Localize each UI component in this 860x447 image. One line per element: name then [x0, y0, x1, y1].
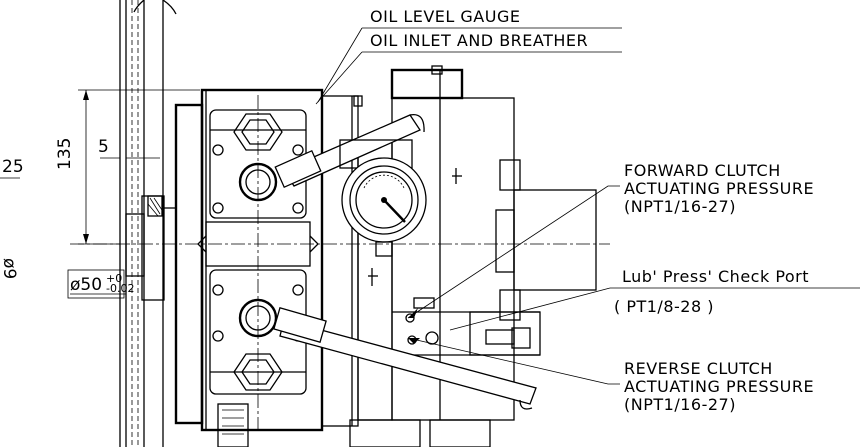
label-reverse-actuating: ACTUATING PRESSURE	[624, 377, 814, 396]
label-oil-inlet: OIL INLET AND BREATHER	[370, 31, 588, 50]
hub-body	[197, 221, 319, 267]
edge-dim-25: 25	[2, 157, 24, 177]
shaft-tol-upper: +0	[106, 272, 122, 285]
bolt-details	[217, 65, 531, 447]
label-forward-npt: (NPT1/16-27)	[624, 197, 736, 216]
label-reverse-npt: (NPT1/16-27)	[624, 395, 736, 414]
edge-dimensions: 25 ø9	[0, 157, 24, 279]
dimension-shaft: ø50 +0 -0.02	[67, 214, 134, 299]
edge-dim-9: ø9	[0, 258, 19, 279]
dim-5-label: 5	[98, 137, 109, 157]
shaft-tol-lower: -0.02	[106, 282, 134, 295]
shaft-dia-label: ø50	[70, 275, 102, 295]
label-lub-check-port: Lub' Press' Check Port	[622, 267, 809, 286]
dimension-135: 135	[55, 89, 200, 245]
label-reverse-clutch: REVERSE CLUTCH	[624, 359, 773, 378]
flywheel-housing	[119, 0, 177, 447]
pressure-gauge-icon	[339, 139, 427, 257]
dim-135-label: 135	[55, 138, 75, 170]
lower-bearing	[209, 269, 307, 395]
label-oil-level-gauge: OIL LEVEL GAUGE	[370, 7, 520, 26]
leaders	[315, 27, 860, 385]
label-forward-clutch: FORWARD CLUTCH	[624, 161, 781, 180]
label-lub-pt: ( PT1/8-28 )	[614, 297, 714, 316]
dimension-5: 5	[98, 137, 160, 159]
upper-oil-pipe	[274, 113, 425, 189]
lower-oil-pipe	[273, 307, 537, 410]
label-forward-actuating: ACTUATING PRESSURE	[624, 179, 814, 198]
